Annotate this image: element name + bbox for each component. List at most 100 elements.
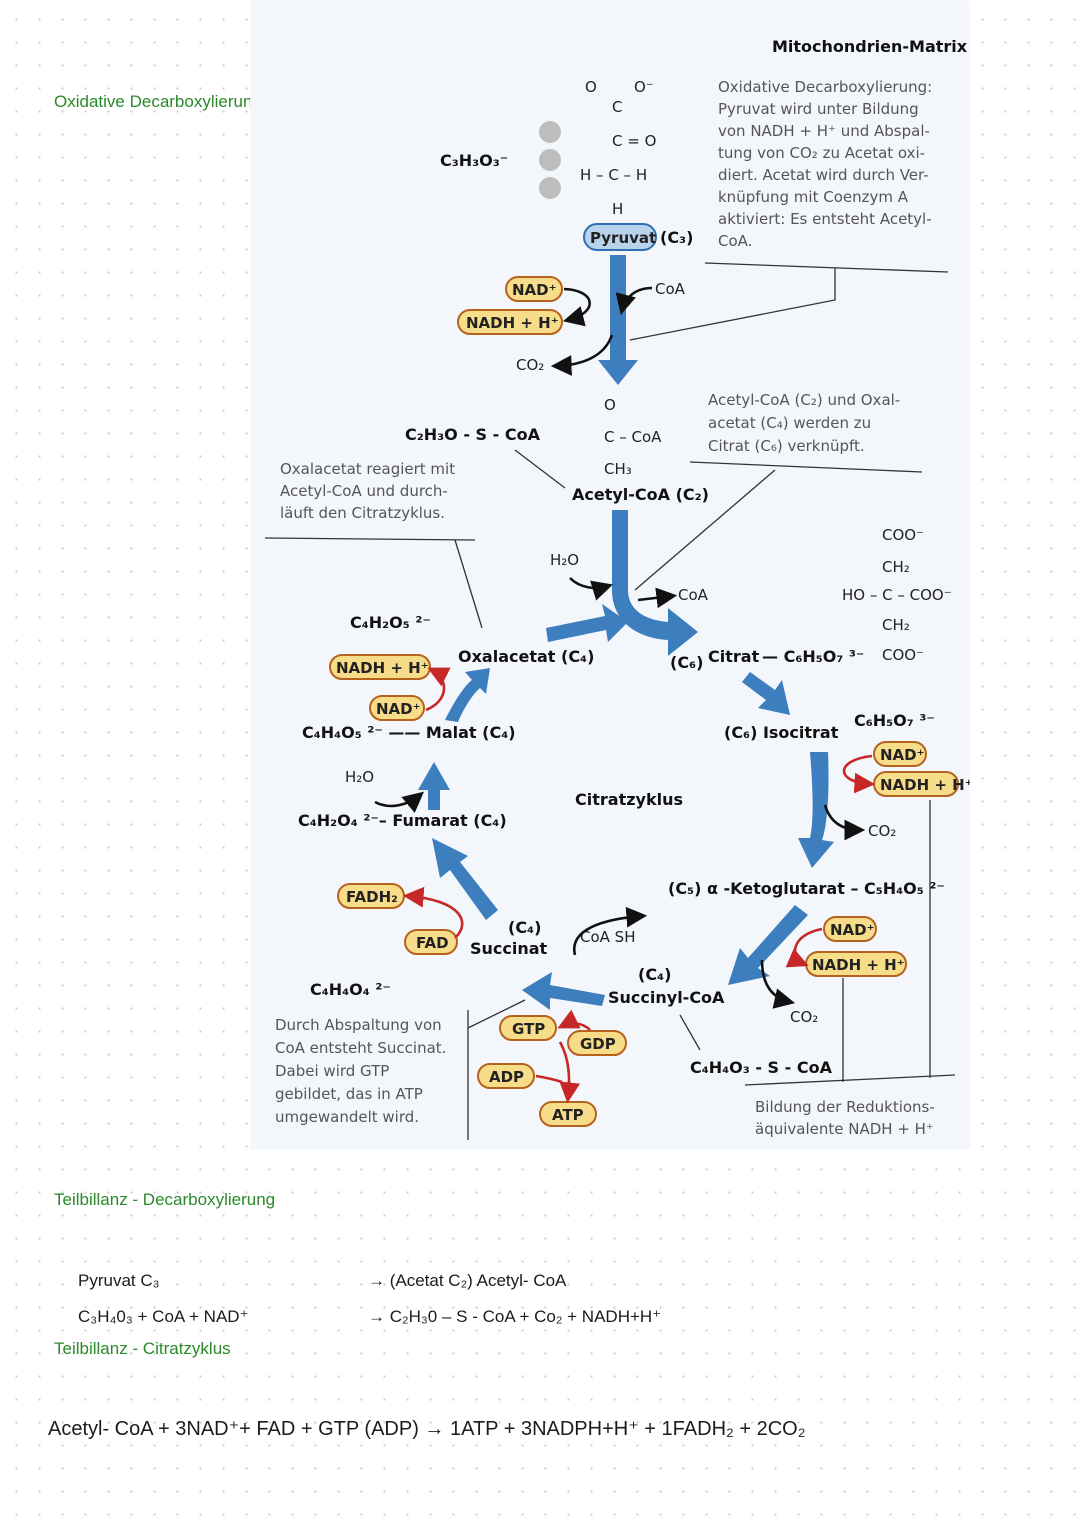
nadh-label: NADH + H⁺: [336, 659, 429, 677]
malat-label: C₄H₄O₅ ²⁻ —— Malat (C₄): [302, 723, 516, 742]
citrat-struct-line: CH₂: [882, 616, 910, 634]
co2-release-arrow: [760, 959, 796, 1009]
succinat-caption-line: CoA entsteht Succinat.: [275, 1039, 446, 1057]
caption-rule: [689, 461, 923, 473]
gtp-label: GTP: [512, 1020, 545, 1038]
reduction-caption-line: Bildung der Reduktions-: [755, 1098, 935, 1116]
nad-reduction-arrow: [842, 754, 876, 794]
pyruvat-carbon-count: (C₃): [660, 228, 693, 247]
blue-flow-arrow: [432, 838, 498, 920]
cycle-label: Citratzyklus: [575, 790, 683, 809]
ox-caption-line: Pyruvat wird unter Bildung: [718, 100, 919, 118]
nadh-pill: [329, 654, 431, 680]
coash-label: CoA SH: [580, 928, 635, 946]
ox-caption-line: knüpfung mit Coenzym A: [718, 188, 909, 206]
adp-pill: [477, 1063, 535, 1089]
balance-line-right: → (Acetat C₂) Acetyl- CoA: [368, 1271, 567, 1290]
carbon-atom-ball: [539, 149, 561, 171]
citrat-structure: COO⁻ CH₂ HO – C – COO⁻ CH₂ COO⁻: [842, 526, 952, 664]
struct-o-minus: O⁻: [634, 78, 654, 96]
gtp-pill: [499, 1015, 557, 1041]
acetyl-coa-label: Acetyl-CoA (C₂): [572, 485, 709, 504]
blue-flow-arrow: [418, 762, 450, 810]
nad-pill: [369, 695, 425, 721]
co2-release-arrow: [550, 334, 614, 376]
coa-label: CoA: [655, 280, 686, 298]
citrat-formula: — C₆H₅O₇ ³⁻: [762, 647, 864, 666]
oxalacetat-caption: Oxalacetat reagiert mit Acetyl-CoA und d…: [264, 460, 483, 629]
succinat-caption-line: Dabei wird GTP: [275, 1062, 389, 1080]
ketoglutarat-label: (C₅) α -Ketoglutarat – C₅H₄O₅ ²⁻: [668, 879, 945, 898]
heading-partial-balance-citric-cycle: Teilbillanz - Citratzyklus: [54, 1339, 231, 1358]
ox-decarb-caption: Oxidative Decarboxylierung: Pyruvat wird…: [629, 78, 949, 341]
nadh-label: NADH + H⁺: [466, 314, 559, 332]
ox-caption-line: Oxidative Decarboxylierung:: [718, 78, 932, 96]
struct-o: O: [585, 78, 597, 96]
formula-pointer: [679, 1014, 701, 1051]
h2o-in-arrow: [569, 577, 613, 601]
nadh-label: NADH + H⁺: [880, 776, 970, 794]
succinyl-carbon-count: (C₄): [638, 965, 671, 984]
carbon-atom-ball: [539, 177, 561, 199]
succinat-caption-line: umgewandelt wird.: [275, 1108, 419, 1126]
ox-caption-line: tung von CO₂ zu Acetat oxi-: [718, 144, 925, 162]
adp-arrow: [535, 1074, 563, 1084]
blue-flow-arrow: [522, 972, 605, 1010]
nad-label: NAD⁺: [376, 700, 421, 718]
succinat-formula: C₄H₄O₄ ²⁻: [310, 980, 391, 999]
acetyl-coa: O C – CoA CH₃ C₂H₃O - S - CoA Acetyl-CoA…: [405, 391, 923, 591]
struct-c: C: [612, 98, 622, 116]
reduction-caption-line: äquivalente NADH + H⁺: [755, 1120, 934, 1138]
fumarat-label: C₄H₂O₄ ²⁻– Fumarat (C₄): [298, 811, 507, 830]
caption-pointer: [467, 999, 526, 1029]
oxal-caption-line: Acetyl-CoA und durch-: [280, 482, 448, 500]
ox-caption-line: CoA.: [718, 232, 752, 250]
acetyl-caption-line: Acetyl-CoA (C₂) und Oxal-: [708, 391, 900, 409]
citrat-label: Citrat: [708, 647, 760, 666]
nad-reduction-arrow: [425, 667, 451, 712]
nad-label: NAD⁺: [880, 746, 925, 764]
co2-label: CO₂: [516, 356, 544, 374]
succinat-label: Succinat: [470, 939, 548, 958]
acetyl-c-coa: C – CoA: [604, 428, 662, 446]
fad-pill: [404, 929, 458, 955]
coa-out-label: CoA: [678, 586, 709, 604]
adp-label: ADP: [489, 1068, 524, 1086]
acetyl-ch3: CH₃: [604, 460, 632, 478]
blue-flow-arrow: [445, 668, 490, 722]
oxal-caption-line: läuft den Citratzyklus.: [280, 504, 445, 522]
fad-reduction-arrow: [402, 886, 464, 939]
caption-pointer: [454, 539, 483, 629]
struct-c-o: C = O: [612, 132, 656, 150]
coash-out-arrow: [572, 906, 648, 956]
caption-rule: [264, 537, 476, 541]
nad-label: NAD⁺: [830, 921, 875, 939]
acetyl-caption-line: acetat (C₄) werden zu: [708, 414, 871, 432]
gdp-pill: [567, 1030, 627, 1056]
final-balance-equation: Acetyl- CoA + 3NAD⁺+ FAD + GTP (ADP) → 1…: [48, 1418, 806, 1440]
h2o-in-arrow: [374, 791, 424, 813]
co2-release-arrow: [823, 804, 866, 841]
succinat-carbon-count: (C₄): [508, 918, 541, 937]
citrat-struct-line: COO⁻: [882, 646, 924, 664]
h2o-label: H₂O: [550, 551, 579, 569]
caption-pointer: [634, 469, 776, 591]
cycle-diagram: Mitochondrien-Matrix Oxidative Decarboxy…: [264, 37, 970, 1140]
citrat-struct-line: CH₂: [882, 558, 910, 576]
atp-label: ATP: [552, 1106, 584, 1124]
acetyl-o: O: [604, 396, 616, 414]
isocitrat-label: (C₆) Isocitrat: [724, 723, 839, 742]
nad-pill: [873, 741, 927, 767]
ox-caption-line: von NADH + H⁺ und Abspal-: [718, 122, 930, 140]
balance-line-left: Pyruvat C₃: [78, 1271, 160, 1290]
pyruvat-formula: C₃H₃O₃⁻: [440, 151, 508, 170]
nad-label: NAD⁺: [512, 281, 557, 299]
balance-line-right: → C₂H₃0 – S - CoA + Co₂ + NADH+H⁺: [368, 1307, 662, 1326]
acetyl-caption-line: Citrat (C₆) verknüpft.: [708, 437, 865, 455]
citrat-carbon-count: (C₆): [670, 653, 703, 672]
oxal-formula: C₄H₂O₅ ²⁻: [350, 613, 431, 632]
pyruvat-label: Pyruvat: [590, 229, 656, 247]
pyruvat-pill: [583, 223, 657, 251]
nadh-label: NADH + H⁺: [812, 956, 905, 974]
fadh2-label: FADH₂: [346, 888, 398, 906]
